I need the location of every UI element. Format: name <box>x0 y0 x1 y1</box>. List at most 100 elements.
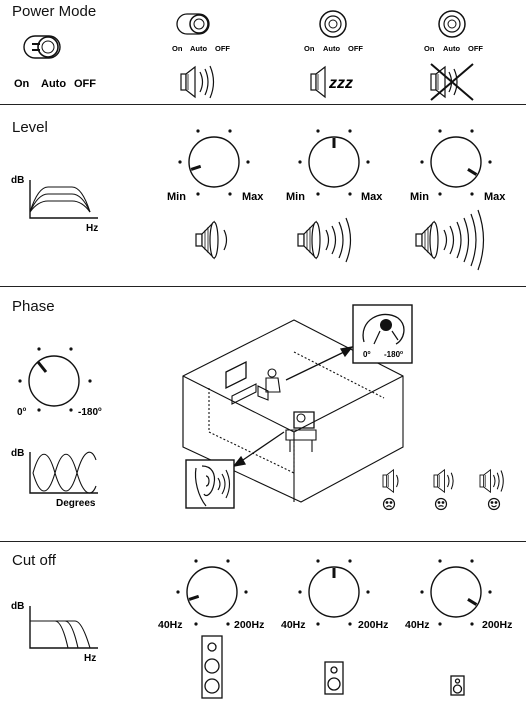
phase-inset-top: 0o -180o <box>352 304 413 364</box>
knob-scale-dot <box>348 622 352 626</box>
level-knob <box>420 129 492 196</box>
level-title: Level <box>12 119 48 136</box>
lowpass-response-graph: dB Hz <box>11 601 98 664</box>
sad-face-icon <box>382 497 396 511</box>
knob-scale-dot <box>348 559 352 563</box>
switch-label-on: On <box>424 44 435 53</box>
knob-scale-dot <box>226 622 230 626</box>
knob-pointer <box>467 598 478 606</box>
tower-speaker-medium-icon <box>324 661 344 695</box>
knob-scale-dot <box>228 129 232 133</box>
knob-scale-dot <box>298 160 302 164</box>
knob-scale-dot <box>488 590 492 594</box>
knob-scale-dot <box>298 590 302 594</box>
switch-label-auto: Auto <box>41 78 66 90</box>
sleep-zzz: zzz <box>328 75 353 92</box>
switch-label-auto: Auto <box>190 44 207 53</box>
switch-label-off: OFF <box>74 78 96 90</box>
degrees-label: Degrees <box>56 498 96 509</box>
happy-face-icon <box>487 497 501 511</box>
knob-label-min: Min <box>410 191 429 203</box>
knob-scale-dot <box>316 129 320 133</box>
knob-scale-dot <box>488 160 492 164</box>
divider <box>0 541 526 542</box>
speaker-icon <box>180 65 215 99</box>
switch-label-on: On <box>14 78 30 90</box>
speaker-sleep-icon: zzz <box>310 66 353 98</box>
knob-scale-dot <box>178 160 182 164</box>
cutoff-knob <box>298 559 370 626</box>
speaker-icon <box>297 217 352 263</box>
speaker-icon <box>479 469 504 493</box>
neutral-face-icon <box>434 497 448 511</box>
hz-label: Hz <box>84 653 96 664</box>
knob-scale-dot <box>438 192 442 196</box>
knob-scale-dot <box>420 590 424 594</box>
listening-room-illustration <box>182 319 404 503</box>
knob-scale-dot <box>438 559 442 563</box>
knob-scale-dot <box>196 192 200 196</box>
knob-scale-dot <box>246 160 250 164</box>
cutoff-knob <box>176 559 248 626</box>
switch-label-on: On <box>172 44 183 53</box>
switch-label-auto: Auto <box>443 44 460 53</box>
knob-scale-dot <box>226 559 230 563</box>
knob-label-max: Max <box>242 191 264 203</box>
speaker-icon <box>195 221 228 259</box>
power-switch-auto-icon <box>319 10 347 38</box>
divider <box>0 104 526 105</box>
phase-title: Phase <box>12 298 55 315</box>
knob-scale-dot <box>228 192 232 196</box>
knob-scale-dot <box>366 160 370 164</box>
phase-label-180: -180o <box>78 407 102 418</box>
power-mode-title: Power Mode <box>12 3 97 20</box>
cutoff-label-low: 40Hz <box>281 619 306 631</box>
knob-pointer <box>190 164 202 171</box>
knob-scale-dot <box>244 590 248 594</box>
tower-speaker-large-icon <box>201 635 223 699</box>
knob-scale-dot <box>194 559 198 563</box>
knob-scale-dot <box>194 622 198 626</box>
level-knob <box>178 129 250 196</box>
knob-scale-dot <box>196 129 200 133</box>
switch-label-off: OFF <box>468 44 483 53</box>
level-knob <box>298 129 370 196</box>
speaker-muted-icon <box>430 63 474 101</box>
db-response-graph: dB Hz <box>11 175 98 234</box>
db-label: dB <box>11 448 24 459</box>
knob-pointer <box>188 594 200 601</box>
knob-scale-dot <box>470 559 474 563</box>
speaker-icon <box>433 469 454 493</box>
tower-speaker-small-icon <box>450 675 465 696</box>
knob-scale-dot <box>438 622 442 626</box>
knob-scale-dot <box>438 129 442 133</box>
cutoff-knob <box>420 559 492 626</box>
switch-label-off: OFF <box>215 44 230 53</box>
cutoff-label-high: 200Hz <box>482 619 512 631</box>
knob-scale-dot <box>316 622 320 626</box>
knob-label-max: Max <box>361 191 383 203</box>
speaker-icon <box>415 209 485 271</box>
power-switch-off-icon <box>438 10 466 38</box>
knob-scale-dot <box>366 590 370 594</box>
switch-label-off: OFF <box>348 44 363 53</box>
knob-scale-dot <box>348 129 352 133</box>
hz-label: Hz <box>86 223 98 234</box>
knob-label-min: Min <box>286 191 305 203</box>
divider <box>0 286 526 287</box>
cutoff-title: Cut off <box>12 552 56 569</box>
knob-label-min: Min <box>167 191 186 203</box>
switch-label-auto: Auto <box>323 44 340 53</box>
cutoff-label-high: 200Hz <box>234 619 264 631</box>
knob-pointer <box>467 168 478 176</box>
db-label: dB <box>11 601 24 612</box>
knob-scale-dot <box>470 129 474 133</box>
power-switch-on-icon <box>176 13 210 35</box>
cutoff-label-low: 40Hz <box>405 619 430 631</box>
knob-scale-dot <box>316 192 320 196</box>
knob-scale-dot <box>470 192 474 196</box>
phase-label-180: -180o <box>384 350 403 359</box>
cutoff-label-high: 200Hz <box>358 619 388 631</box>
phase-label-zero: 0o <box>17 407 27 418</box>
